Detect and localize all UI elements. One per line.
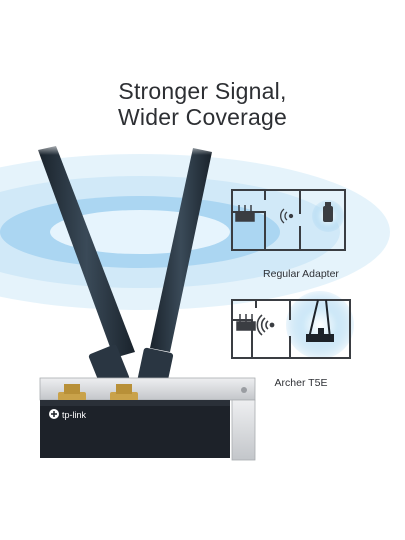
- usb-adapter-icon: [323, 202, 333, 222]
- weak-wifi-icon: [280, 208, 294, 224]
- regular-adapter-label: Regular Adapter: [263, 268, 339, 280]
- archer-card-icon: [306, 299, 334, 342]
- strong-wifi-icon: [256, 314, 275, 336]
- antenna-fade-overlay: [20, 140, 240, 200]
- archer-signal-glow: [286, 291, 354, 359]
- pcie-bracket: [39, 377, 256, 461]
- diagram-regular-adapter: [231, 189, 346, 251]
- headline-line-1: Stronger Signal,: [118, 78, 287, 104]
- router-icon-2: [236, 314, 256, 331]
- archer-t5e-label: Archer T5E: [274, 377, 328, 389]
- headline-line-2: Wider Coverage: [118, 104, 287, 130]
- adapter-card: [40, 400, 230, 458]
- router-icon: [235, 205, 255, 222]
- card-brand-logo: tp-link: [62, 410, 87, 420]
